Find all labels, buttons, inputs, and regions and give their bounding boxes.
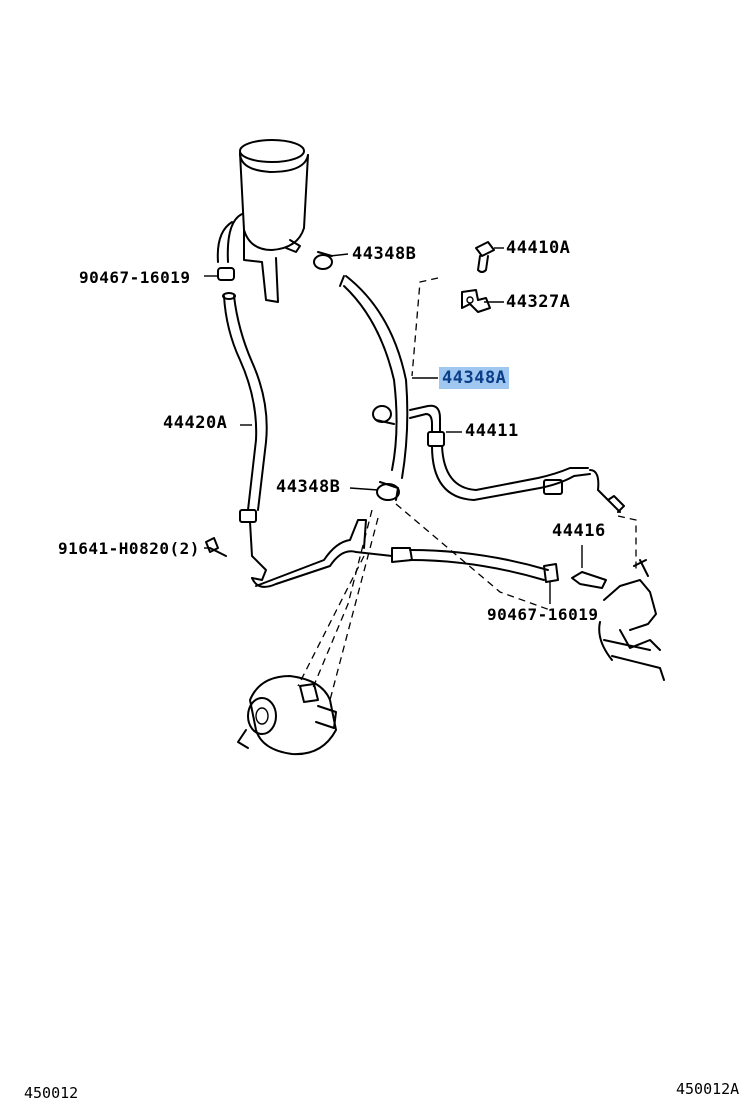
label-44416[interactable]: 44416 (552, 521, 606, 541)
bolt-44410A (475, 241, 495, 273)
label-44420A[interactable]: 44420A (163, 413, 228, 433)
label-90467-right[interactable]: 90467-16019 (487, 605, 599, 624)
steering-gear (598, 559, 665, 681)
label-44410A[interactable]: 44410A (506, 238, 571, 258)
footer-left-code: 450012 (24, 1084, 79, 1102)
label-44348A[interactable]: 44348A (439, 367, 510, 389)
label-44327A[interactable]: 44327A (506, 292, 571, 312)
clamp-44348B-top (313, 251, 333, 270)
clamp-90467-right (543, 563, 559, 604)
label-91641[interactable]: 91641-H0820(2) (58, 539, 200, 558)
clamp-90467-left (204, 267, 235, 281)
grommet (372, 405, 395, 425)
label-44411[interactable]: 44411 (465, 421, 519, 441)
hose-44420A (222, 292, 268, 581)
bolt-91641 (205, 537, 227, 557)
return-pipe (251, 519, 549, 588)
dashed-connectors (297, 277, 637, 701)
hose-44348A (339, 275, 409, 479)
clamp-44348B-mid (376, 481, 400, 501)
clamp-44327A (461, 289, 491, 313)
power-steering-pump (237, 675, 337, 756)
label-90467-left[interactable]: 90467-16019 (79, 268, 191, 287)
reservoir-tank (216, 139, 309, 303)
pressure-pipe-44411 (409, 404, 625, 513)
footer-right-code: 450012A (676, 1080, 740, 1098)
tube-44416 (571, 545, 607, 589)
label-44348B-top[interactable]: 44348B (352, 244, 417, 264)
label-44348B-mid[interactable]: 44348B (276, 477, 341, 497)
leader-lines (204, 247, 504, 549)
